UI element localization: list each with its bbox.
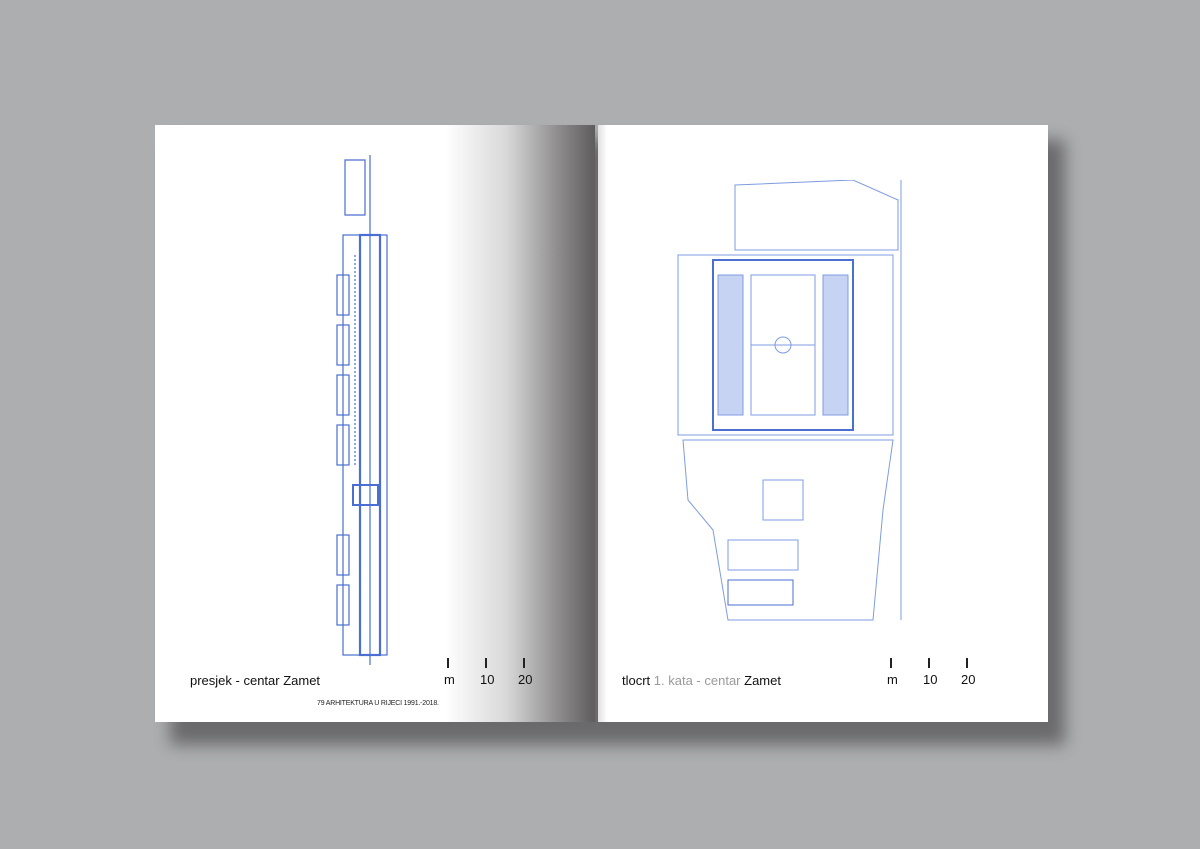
right-page: tlocrt 1. kata - centar Zamet m 10 20	[598, 125, 1048, 722]
floor-plan-drawing	[677, 180, 902, 621]
scale-unit: m	[887, 672, 898, 687]
caption-text: centar	[704, 673, 741, 688]
scale-mark-10: 10	[923, 672, 938, 687]
drawing-caption: presjek - centar Zamet	[190, 673, 321, 688]
left-page: presjek - centar Zamet m 10 20 79 ARHITE…	[155, 125, 595, 722]
caption-text: 1. kata -	[650, 673, 705, 688]
drawing-caption: tlocrt 1. kata - centar Zamet	[622, 673, 781, 688]
scale-mark-10: 10	[480, 672, 495, 687]
scale-mark-20: 20	[961, 672, 976, 687]
section-drawing	[336, 155, 388, 665]
scale-unit: m	[444, 672, 455, 687]
scale-mark-20: 20	[518, 672, 533, 687]
caption-text: Zamet	[740, 673, 781, 688]
page-footer: 79 ARHITEKTURA U RIJECI 1991.-2018.	[317, 700, 439, 707]
caption-text: tlocrt	[622, 673, 651, 688]
